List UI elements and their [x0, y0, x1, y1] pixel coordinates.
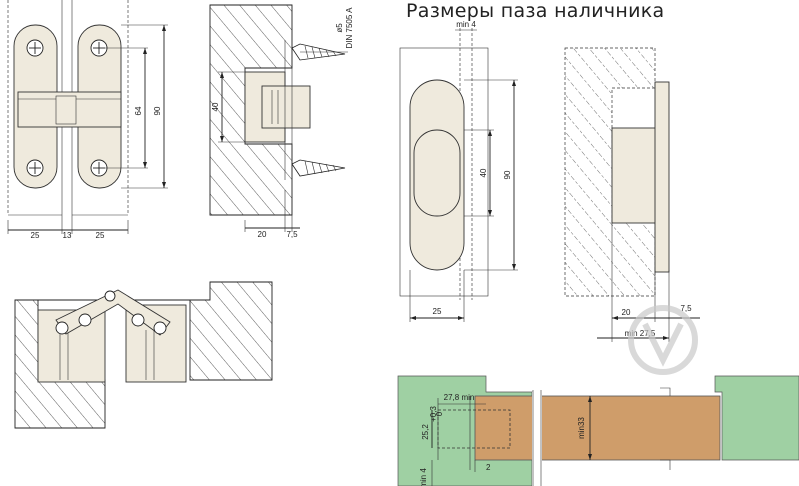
hinge-center-body: [17, 91, 122, 128]
panel-front-view: 25 13 25 64 90: [7, 0, 168, 240]
dim-25-2: 25,2: [421, 424, 430, 440]
panel-side-view: ø5 DIN 7505 A 40 20 7,5: [209, 4, 354, 239]
dim-2: 2: [486, 463, 491, 472]
dim-90: 90: [153, 106, 162, 115]
screw-head: [90, 39, 108, 57]
dim-25-right: 25: [96, 231, 105, 240]
dim-40-groove: 40: [479, 168, 488, 177]
screw-head: [26, 159, 44, 177]
dim-min33: min33: [577, 417, 586, 439]
panel-open-hinge: [14, 281, 273, 429]
door-leaf: [474, 395, 721, 461]
panel-groove-side-view: 20 7,5 min 27,5: [564, 47, 700, 375]
dim-min-4-bottom: min 4: [419, 468, 428, 486]
dim-7-5: 7,5: [286, 230, 298, 239]
dim-13: 13: [63, 231, 72, 240]
dim-25-groove: 25: [433, 307, 442, 316]
hinge-body-outline: [413, 129, 461, 217]
dim-20-groove-side: 20: [622, 308, 631, 317]
watermark-logo: [628, 305, 698, 375]
frame-right: [714, 375, 799, 461]
page-title: Размеры паза наличника: [406, 0, 664, 22]
screw-diameter-note: ø5: [335, 23, 344, 33]
panel-bottom-section: 27,8 min 25,2 +0,3 0 min33 2 min 4: [397, 375, 799, 486]
dim-27-8-min: 27,8 min: [444, 393, 475, 402]
screw-din-note: DIN 7505 A: [345, 7, 354, 49]
tolerance-upper: +0,3: [429, 406, 438, 422]
dim-40: 40: [211, 102, 220, 111]
dim-25-left: 25: [31, 231, 40, 240]
dim-64: 64: [134, 106, 143, 115]
dim-min-4: min 4: [456, 20, 476, 29]
tolerance-lower: 0: [435, 411, 444, 416]
screw: [291, 43, 348, 61]
dim-90-groove: 90: [503, 170, 512, 179]
screw: [291, 159, 346, 177]
dim-20: 20: [258, 230, 267, 239]
panel-groove-view: min 4 40 90 25: [399, 20, 518, 322]
jamb-outline: [399, 47, 489, 297]
dim-min-27-5: min 27,5: [625, 329, 656, 338]
screw-head: [26, 39, 44, 57]
dim-7-5-groove-side: 7,5: [680, 304, 692, 313]
screw-head: [90, 159, 108, 177]
